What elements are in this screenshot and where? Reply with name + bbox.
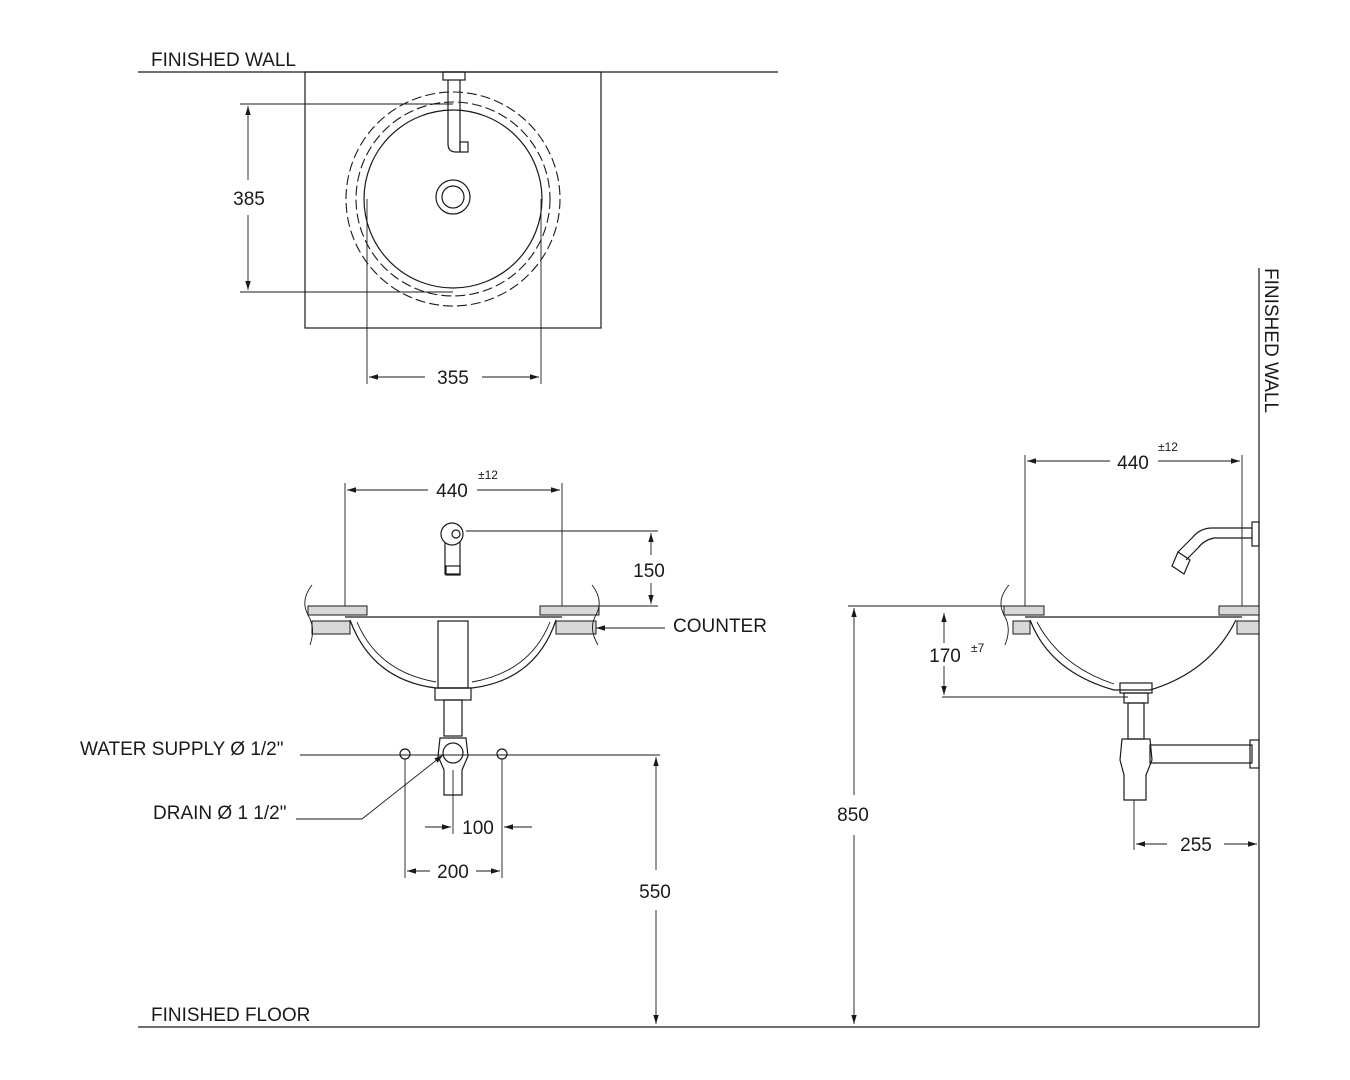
front-view: 440 ±12 150 <box>80 468 767 1024</box>
dim-550-text: 550 <box>639 882 671 903</box>
break-line-left <box>304 584 313 646</box>
water-supply-label: WATER SUPPLY Ø 1/2" <box>80 739 284 760</box>
dim-440-side-text: 440 <box>1117 453 1149 474</box>
dim-170-tolerance: ±7 <box>971 641 985 655</box>
counter-under-side-right <box>1236 620 1260 635</box>
water-supply-right-point <box>496 748 508 760</box>
drain-tailpiece-side <box>1127 702 1145 740</box>
faucet-handle-front <box>451 529 461 539</box>
drain-flange-front <box>434 687 472 701</box>
basin-bowl-inner-left <box>356 621 437 683</box>
trap-arm-side <box>1149 744 1253 764</box>
basin-outer-rim-dashed <box>345 91 561 307</box>
counter-slab-top-right <box>539 605 600 616</box>
basin-bowl-inner-right <box>471 621 551 683</box>
counter-slab-side-left <box>1003 605 1045 616</box>
counter-slab-top-left <box>307 605 368 616</box>
drain-inner-plan <box>441 185 465 209</box>
trap-wall-flange-side <box>1249 739 1260 769</box>
faucet-spout-side-bottom <box>1185 537 1252 561</box>
dim-170-text: 170 <box>929 646 961 667</box>
break-line-right <box>591 584 600 646</box>
basin-bowl-inner-side <box>1036 621 1115 685</box>
counter-slab-side-right <box>1218 605 1260 616</box>
dim-385-text: 385 <box>233 189 265 210</box>
basin-bowl-plan <box>363 109 543 289</box>
drain-leader <box>361 754 444 820</box>
dim-100-text: 100 <box>462 818 494 839</box>
faucet-spout-plan <box>447 80 461 153</box>
faucet-nozzle-front <box>445 565 461 576</box>
faucet-spout-front <box>444 542 461 575</box>
finished-wall-label-side: FINISHED WALL <box>1260 268 1281 413</box>
counter-slab-under-left <box>311 620 351 635</box>
drain-label: DRAIN Ø 1 1/2" <box>153 803 286 824</box>
water-supply-left-point <box>399 748 411 760</box>
faucet-nozzle-plan <box>459 141 469 153</box>
faucet-mount-plan <box>442 71 466 81</box>
dim-255-text: 255 <box>1180 835 1212 856</box>
finished-floor-label: FINISHED FLOOR <box>151 1005 310 1026</box>
basin-bowl-front <box>349 619 557 689</box>
basin-outer-rim-dashed-inner <box>355 101 551 297</box>
finished-wall-label-top: FINISHED WALL <box>151 50 296 71</box>
faucet-nozzle-side <box>1171 551 1191 575</box>
break-line-side <box>1000 584 1010 646</box>
drain-flange-side <box>1119 682 1153 694</box>
dim-850-text: 850 <box>837 805 869 826</box>
dim-200-text: 200 <box>437 862 469 883</box>
side-view: FINISHED WALL 440 ±12 170 ±7 <box>837 268 1281 1027</box>
dim-150-text: 150 <box>633 561 665 582</box>
dim-440-front-tolerance: ±12 <box>478 468 498 482</box>
trap-nut-front <box>442 742 464 764</box>
drain-outer-plan <box>435 179 471 215</box>
trap-side <box>1119 738 1153 801</box>
faucet-spout-side-top <box>1177 527 1252 553</box>
plan-view: FINISHED WALL 385 355 <box>138 50 778 389</box>
faucet-wall-plate-side <box>1251 521 1260 547</box>
basin-bowl-side <box>1029 619 1237 691</box>
dim-440-front-text: 440 <box>436 481 468 502</box>
drain-tailpiece-front <box>443 699 463 737</box>
counter-under-side-left <box>1012 620 1031 635</box>
drain-body-front <box>437 620 469 689</box>
dim-355-text: 355 <box>437 368 469 389</box>
counter-label: COUNTER <box>673 616 767 637</box>
counter-slab-under-right <box>555 620 597 635</box>
faucet-escutcheon-front <box>440 522 464 546</box>
dim-440-side-tolerance: ±12 <box>1158 440 1178 454</box>
drain-nut-side <box>1123 692 1149 704</box>
